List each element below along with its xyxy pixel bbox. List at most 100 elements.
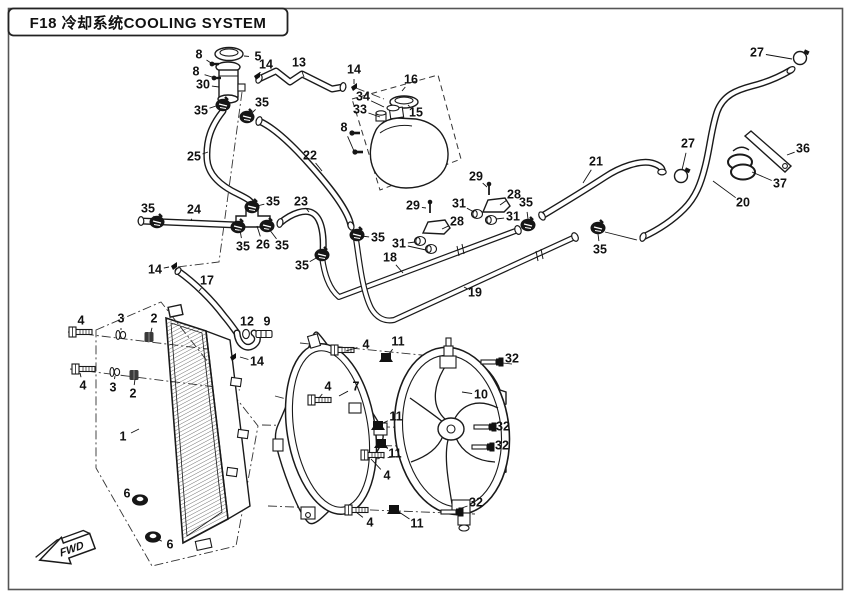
screw-32 [480, 357, 504, 367]
callout-label-35: 35 [371, 230, 385, 244]
screw-29 [486, 181, 492, 195]
callout-label-13: 13 [292, 55, 306, 69]
callout-label-4: 4 [367, 515, 374, 529]
hose-25 [203, 107, 256, 210]
screw-32 [440, 507, 464, 517]
bolt-4 [344, 504, 369, 516]
page-border: F18 冷却系统COOLING SYSTEM [7, 7, 844, 591]
hose-23 [276, 207, 327, 256]
hose-clamp-35 [349, 226, 365, 242]
callout-label-24: 24 [187, 202, 201, 216]
fan-assembly-10 [393, 337, 511, 532]
callout-label-22: 22 [303, 148, 317, 162]
screw-29 [427, 199, 433, 213]
hose-clamp-35 [215, 96, 231, 112]
callout-label-35: 35 [255, 95, 269, 109]
callout-label-31: 31 [452, 196, 466, 210]
callout-label-32: 32 [495, 438, 509, 452]
hose-20 [639, 65, 796, 242]
callout-label-8: 8 [196, 47, 203, 61]
callout-label-33: 33 [353, 102, 367, 116]
callout-label-4: 4 [78, 313, 85, 327]
hose-clamps-35 [149, 96, 606, 262]
pipe-bracket-group-b [470, 181, 511, 226]
callout-label-25: 25 [187, 149, 201, 163]
hose-clamp-35 [244, 198, 260, 214]
hose-17 [174, 266, 241, 337]
callout-label-15: 15 [409, 105, 423, 119]
seal-34 [386, 104, 400, 112]
grommet-2 [129, 370, 139, 380]
clamp-27 [673, 49, 810, 184]
hose-clamp-35 [520, 216, 536, 232]
callout-label-35: 35 [593, 242, 607, 256]
callout-label-35: 35 [519, 195, 533, 209]
callout-label-17: 17 [200, 273, 214, 287]
callout-label-14: 14 [347, 62, 361, 76]
clip-12 [242, 328, 250, 340]
callout-label-3: 3 [110, 380, 117, 394]
water-pipe-19 [353, 232, 579, 324]
callout-label-37: 37 [773, 176, 787, 190]
radiator-core [165, 316, 229, 545]
bolt-4 [71, 363, 96, 375]
hose-clamp-35 [230, 218, 246, 234]
callout-label-8: 8 [341, 120, 348, 134]
bracket-28 [481, 197, 511, 213]
callout-label-32: 32 [469, 495, 483, 509]
callout-label-11: 11 [389, 409, 402, 423]
clip-14 [351, 83, 357, 91]
callout-label-9: 9 [264, 314, 271, 328]
hose-21 [538, 158, 667, 221]
callout-label-27: 27 [681, 136, 695, 150]
clip-14 [171, 262, 177, 270]
callout-label-27: 27 [750, 45, 764, 59]
water-pipe-18 [319, 225, 522, 300]
title-box [7, 7, 289, 37]
callout-label-11: 11 [410, 516, 423, 530]
callout-label-14: 14 [259, 57, 273, 71]
nut-11 [371, 421, 385, 430]
callout-label-6: 6 [124, 486, 131, 500]
pipe-bracket-group-a [413, 199, 451, 255]
callout-label-34: 34 [356, 89, 370, 103]
reservoir-tank [369, 117, 449, 189]
callout-label-4: 4 [384, 468, 391, 482]
radiator-1 [132, 303, 251, 551]
washer-3 [115, 329, 127, 341]
stay-bracket-36 [743, 130, 793, 173]
callout-label-10: 10 [474, 387, 488, 401]
nut-11 [379, 353, 393, 362]
callout-label-11: 11 [388, 446, 401, 460]
grommet-31 [424, 243, 438, 255]
fitting-9 [255, 329, 273, 339]
fwd-arrow: FWD [35, 529, 97, 565]
callout-label-14: 14 [148, 262, 162, 276]
bolt-4 [68, 326, 93, 338]
callout-label-11: 11 [391, 334, 404, 348]
callout-label-4: 4 [80, 378, 87, 392]
callout-label-35: 35 [236, 239, 250, 253]
callout-label-5: 5 [255, 49, 262, 63]
callout-label-35: 35 [295, 258, 309, 272]
callout-label-31: 31 [506, 209, 520, 223]
callout-label-23: 23 [294, 194, 308, 208]
nut-11 [387, 505, 401, 514]
callout-label-8: 8 [193, 64, 200, 78]
clip-14 [230, 353, 236, 361]
callout-label-20: 20 [736, 195, 750, 209]
filler-neck-30 [218, 69, 239, 98]
callout-label-12: 12 [240, 314, 254, 328]
pipe-clamp-37 [727, 146, 756, 181]
radiator-top-bracket [167, 303, 184, 318]
callout-label-3: 3 [118, 311, 125, 325]
callout-label-35: 35 [275, 238, 289, 252]
hose-13 [255, 67, 347, 93]
callout-label-35: 35 [141, 201, 155, 215]
callout-label-36: 36 [796, 141, 810, 155]
callout-label-30: 30 [196, 77, 210, 91]
grommet-6 [132, 494, 148, 506]
